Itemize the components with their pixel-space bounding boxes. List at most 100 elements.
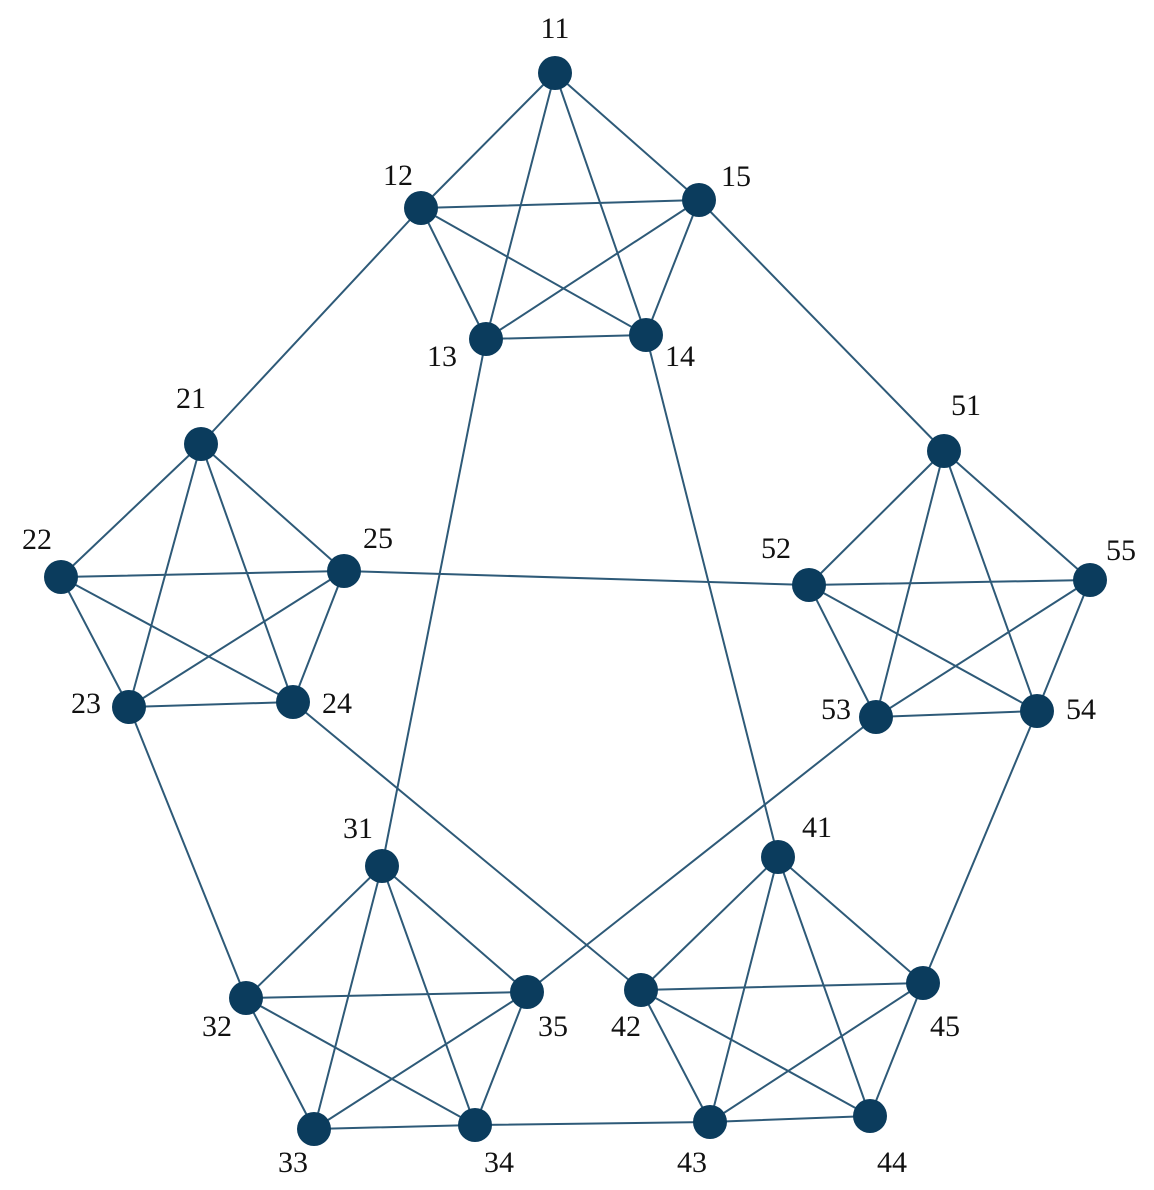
labels-layer: 11 12 13 14 15 21 22 23 24 25 31 32 33 34 35 41 42 43 44 45…	[22, 12, 1136, 1179]
node-label-53: 53	[821, 693, 851, 726]
edge-11-15	[554, 72, 700, 201]
edge-43-45	[709, 982, 924, 1123]
edge-22-23	[60, 576, 130, 708]
node-label-22: 22	[22, 523, 52, 556]
node-label-55: 55	[1106, 534, 1136, 567]
edge-41-44	[777, 856, 871, 1117]
node-43	[693, 1105, 727, 1139]
node-23	[112, 690, 146, 724]
edge-23-24	[128, 701, 294, 708]
node-label-11: 11	[541, 12, 570, 45]
edge-41-43	[709, 856, 779, 1123]
edge-14-15	[645, 199, 700, 336]
edge-42-43	[640, 989, 711, 1123]
edge-33-35	[313, 991, 528, 1130]
node-label-14: 14	[665, 340, 695, 373]
node-13	[469, 322, 503, 356]
edge-35-53	[526, 716, 877, 993]
edge-12-14	[420, 207, 647, 336]
node-label-35: 35	[538, 1010, 568, 1043]
edge-13-15	[485, 199, 700, 340]
edge-33-34	[313, 1124, 476, 1130]
node-24	[276, 685, 310, 719]
edge-53-55	[875, 579, 1091, 718]
node-label-21: 21	[176, 382, 206, 415]
edge-52-53	[808, 584, 877, 718]
node-label-12: 12	[383, 159, 413, 192]
edge-44-45	[869, 982, 924, 1117]
node-label-32: 32	[202, 1010, 232, 1043]
edge-42-44	[640, 989, 871, 1117]
node-label-23: 23	[71, 687, 101, 720]
node-11	[538, 56, 572, 90]
edge-31-34	[381, 865, 476, 1126]
edge-24-25	[292, 570, 345, 703]
edge-42-45	[640, 982, 924, 991]
node-55	[1073, 563, 1107, 597]
edge-31-35	[381, 865, 528, 993]
node-label-31: 31	[343, 812, 373, 845]
edges-layer	[60, 72, 1091, 1130]
edge-32-34	[245, 997, 476, 1126]
edge-22-25	[60, 570, 345, 578]
edge-32-33	[245, 997, 315, 1130]
node-label-24: 24	[322, 687, 352, 720]
edge-32-35	[245, 991, 528, 999]
node-51	[927, 434, 961, 468]
edge-11-14	[554, 72, 647, 336]
node-52	[792, 568, 826, 602]
node-53	[859, 700, 893, 734]
edge-23-32	[128, 706, 247, 999]
edge-15-51	[698, 199, 945, 452]
node-label-42: 42	[611, 1010, 641, 1043]
edge-45-54	[922, 710, 1038, 984]
edge-12-21	[200, 207, 422, 445]
nodes-layer	[44, 56, 1107, 1146]
node-21	[184, 427, 218, 461]
node-22	[44, 560, 78, 594]
edge-51-55	[943, 450, 1091, 581]
edge-52-54	[808, 584, 1038, 712]
node-label-13: 13	[427, 340, 457, 373]
edge-23-25	[128, 570, 345, 708]
node-15	[682, 183, 716, 217]
node-label-44: 44	[877, 1146, 907, 1179]
node-42	[624, 973, 658, 1007]
node-25	[327, 554, 361, 588]
node-14	[629, 318, 663, 352]
node-label-34: 34	[484, 1146, 514, 1179]
edge-14-41	[645, 334, 779, 858]
edge-34-43	[474, 1121, 711, 1126]
node-label-33: 33	[278, 1146, 308, 1179]
edge-34-35	[474, 991, 528, 1126]
node-label-41: 41	[802, 811, 832, 844]
edge-43-44	[709, 1115, 871, 1123]
node-32	[229, 981, 263, 1015]
node-label-25: 25	[363, 522, 393, 555]
edge-54-55	[1036, 579, 1091, 712]
edge-52-55	[808, 579, 1091, 586]
edge-13-14	[485, 334, 647, 340]
node-12	[404, 191, 438, 225]
node-54	[1020, 694, 1054, 728]
node-31	[365, 849, 399, 883]
edge-12-15	[420, 199, 700, 209]
edge-41-42	[640, 856, 779, 991]
node-label-15: 15	[721, 160, 751, 193]
edge-25-52	[343, 570, 810, 586]
edge-11-12	[420, 72, 556, 209]
edge-24-42	[292, 701, 642, 991]
node-label-52: 52	[761, 532, 791, 565]
edge-41-45	[777, 856, 924, 984]
node-label-51: 51	[951, 389, 981, 422]
edge-22-24	[60, 576, 294, 703]
node-label-45: 45	[930, 1010, 960, 1043]
edge-31-32	[245, 865, 383, 999]
edge-21-25	[200, 443, 345, 572]
edge-13-31	[381, 338, 487, 867]
edge-51-52	[808, 450, 945, 586]
node-label-43: 43	[677, 1146, 707, 1179]
node-label-54: 54	[1066, 693, 1096, 726]
node-44	[853, 1099, 887, 1133]
